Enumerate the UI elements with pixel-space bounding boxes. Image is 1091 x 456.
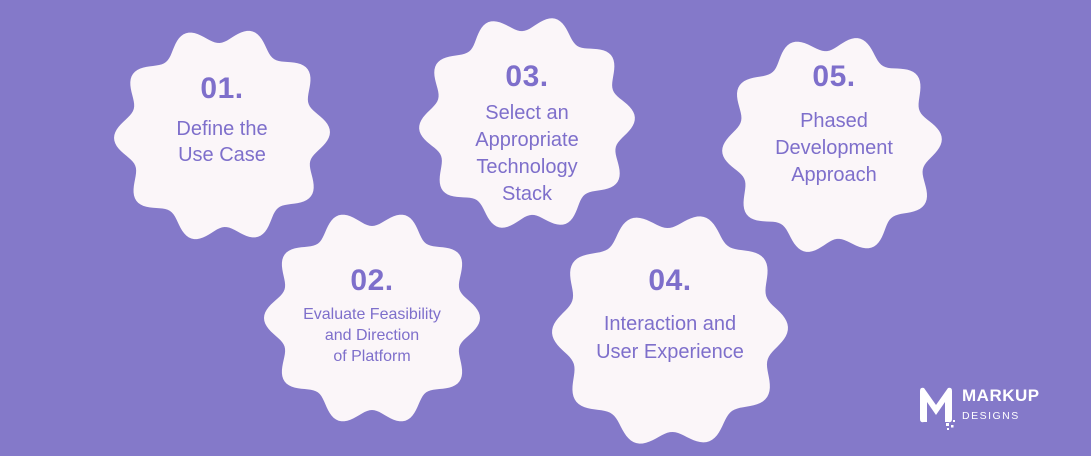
step-01-number: 01.: [200, 72, 244, 105]
step-02: 02. Evaluate Feasibility and Direction o…: [272, 264, 472, 367]
step-03-blob: [419, 18, 635, 228]
step-04-text: Interaction and User Experience: [596, 313, 744, 363]
step-05-text: Phased Development Approach: [775, 110, 893, 186]
step-05-blob: [722, 38, 942, 252]
logo-wordmark: MARKUP: [962, 386, 1040, 405]
step-03: 03. Select an Appropriate Technology Sta…: [422, 60, 632, 208]
step-01-blob: [114, 30, 330, 240]
logo-subtitle: DESIGNS: [962, 410, 1020, 422]
step-04: 04. Interaction and User Experience: [555, 264, 785, 366]
step-04-blob: [552, 216, 788, 444]
step-04-number: 04.: [648, 264, 692, 297]
step-03-number: 03.: [505, 60, 549, 93]
logo-m-mark-icon: [920, 387, 955, 430]
step-01: 01. Define the Use Case: [122, 72, 322, 168]
step-03-text: Select an Appropriate Technology Stack: [475, 102, 579, 205]
step-02-blob: [264, 214, 480, 422]
step-01-text: Define the Use Case: [176, 118, 268, 166]
step-02-text: Evaluate Feasibility and Direction of Pl…: [303, 306, 441, 365]
step-02-number: 02.: [350, 264, 394, 297]
step-05-number: 05.: [812, 60, 856, 93]
step-05: 05. Phased Development Approach: [734, 60, 934, 189]
markup-designs-logo: MARKUP DESIGNS: [918, 385, 1078, 435]
